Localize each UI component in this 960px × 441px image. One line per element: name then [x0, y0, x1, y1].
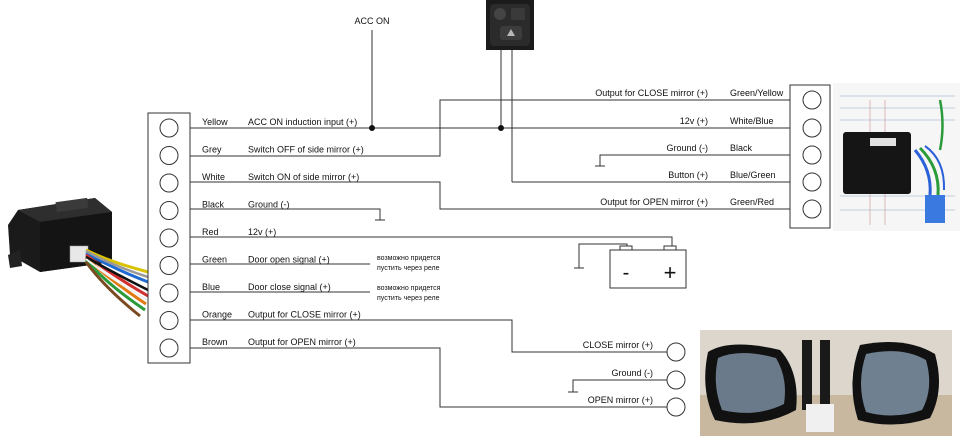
left-wire-function-label: Output for CLOSE mirror (+) [248, 310, 361, 320]
right-wire-color-label: Green/Red [730, 197, 774, 207]
module-schematic-photo [833, 83, 960, 231]
left-wire-function-label: Door close signal (+) [248, 282, 331, 292]
left-wire-function-label: Output for OPEN mirror (+) [248, 337, 356, 347]
battery: - + [609, 245, 687, 289]
left-wire-color-label: Orange [202, 310, 232, 320]
right-wire-function-label: Ground (-) [666, 143, 708, 153]
left-wire-color-label: Green [202, 255, 227, 265]
left-pin-5 [159, 228, 179, 248]
left-wire-function-label: ACC ON induction input (+) [248, 117, 357, 127]
right-wire-color-label: Blue/Green [730, 170, 776, 180]
wires [190, 30, 809, 408]
left-wire-color-label: Grey [202, 145, 222, 155]
mirror-terminal-1 [666, 342, 686, 362]
right-wire-function-label: Button (+) [668, 170, 708, 180]
acc-on-label: ACC ON [354, 16, 389, 26]
mirror-terminal-3 [666, 397, 686, 417]
left-pin-6 [159, 256, 179, 275]
battery-plus-sign: + [664, 260, 677, 285]
battery-minus-sign: - [623, 262, 630, 284]
left-pin-3 [159, 173, 179, 193]
right-wire-color-label: Green/Yellow [730, 88, 784, 98]
left-wire-color-label: White [202, 172, 225, 182]
right-connector-pins [802, 90, 822, 219]
left-wire-function-label: Ground (-) [248, 200, 290, 210]
relay-note-2-line2: пустить через реле [377, 295, 440, 302]
relay-note-1-line1: возможно придется [377, 255, 441, 262]
relay-notes: возможно придется пустить через реле воз… [377, 255, 441, 302]
right-pin-1 [802, 90, 822, 110]
relay-note-1-line2: пустить через реле [377, 265, 440, 272]
left-wire-color-label: Black [202, 200, 225, 210]
relay-note-2-line1: возможно придется [377, 285, 441, 292]
mirror-terminal-label: CLOSE mirror (+) [583, 340, 653, 350]
left-wire-function-label: Door open signal (+) [248, 255, 330, 265]
left-connector-pins [159, 118, 179, 358]
mirrors-photo [700, 330, 952, 436]
left-wire-function-label: Switch OFF of side mirror (+) [248, 145, 364, 155]
mirror-terminals [666, 342, 686, 417]
left-wire-color-label: Brown [202, 337, 228, 347]
right-pin-3 [802, 145, 822, 165]
left-pin-7 [159, 283, 179, 303]
left-wire-color-label: Yellow [202, 117, 228, 127]
left-wire-function-label: Switch ON of side mirror (+) [248, 172, 359, 182]
acc-junction-dot [369, 125, 375, 131]
switch-junction-dot [498, 125, 504, 131]
left-wire-color-label: Red [202, 227, 219, 237]
right-labels: Output for CLOSE mirror (+) Green/Yellow 1… [595, 88, 783, 207]
left-pin-1 [159, 118, 179, 138]
left-pin-4 [159, 201, 179, 220]
mirror-terminal-label: OPEN mirror (+) [588, 395, 653, 405]
left-pin-8 [159, 311, 179, 330]
left-pin-9 [159, 338, 179, 358]
right-wire-function-label: 12v (+) [680, 116, 708, 126]
left-wire-function-label: 12v (+) [248, 227, 276, 237]
switch-photo [486, 0, 534, 50]
right-pin-5 [802, 199, 822, 219]
mirror-labels: CLOSE mirror (+) Ground (-) OPEN mirror (+… [583, 340, 653, 405]
module-photo [8, 197, 149, 318]
right-pin-2 [802, 118, 822, 138]
left-pin-2 [159, 146, 179, 165]
mirror-terminal-label: Ground (-) [611, 368, 653, 378]
right-wire-function-label: Output for CLOSE mirror (+) [595, 88, 708, 98]
mirror-terminal-2 [666, 370, 686, 390]
left-wire-color-label: Blue [202, 282, 220, 292]
right-pin-4 [802, 172, 822, 192]
right-wire-function-label: Output for OPEN mirror (+) [600, 197, 708, 207]
right-wire-color-label: White/Blue [730, 116, 774, 126]
right-wire-color-label: Black [730, 143, 753, 153]
